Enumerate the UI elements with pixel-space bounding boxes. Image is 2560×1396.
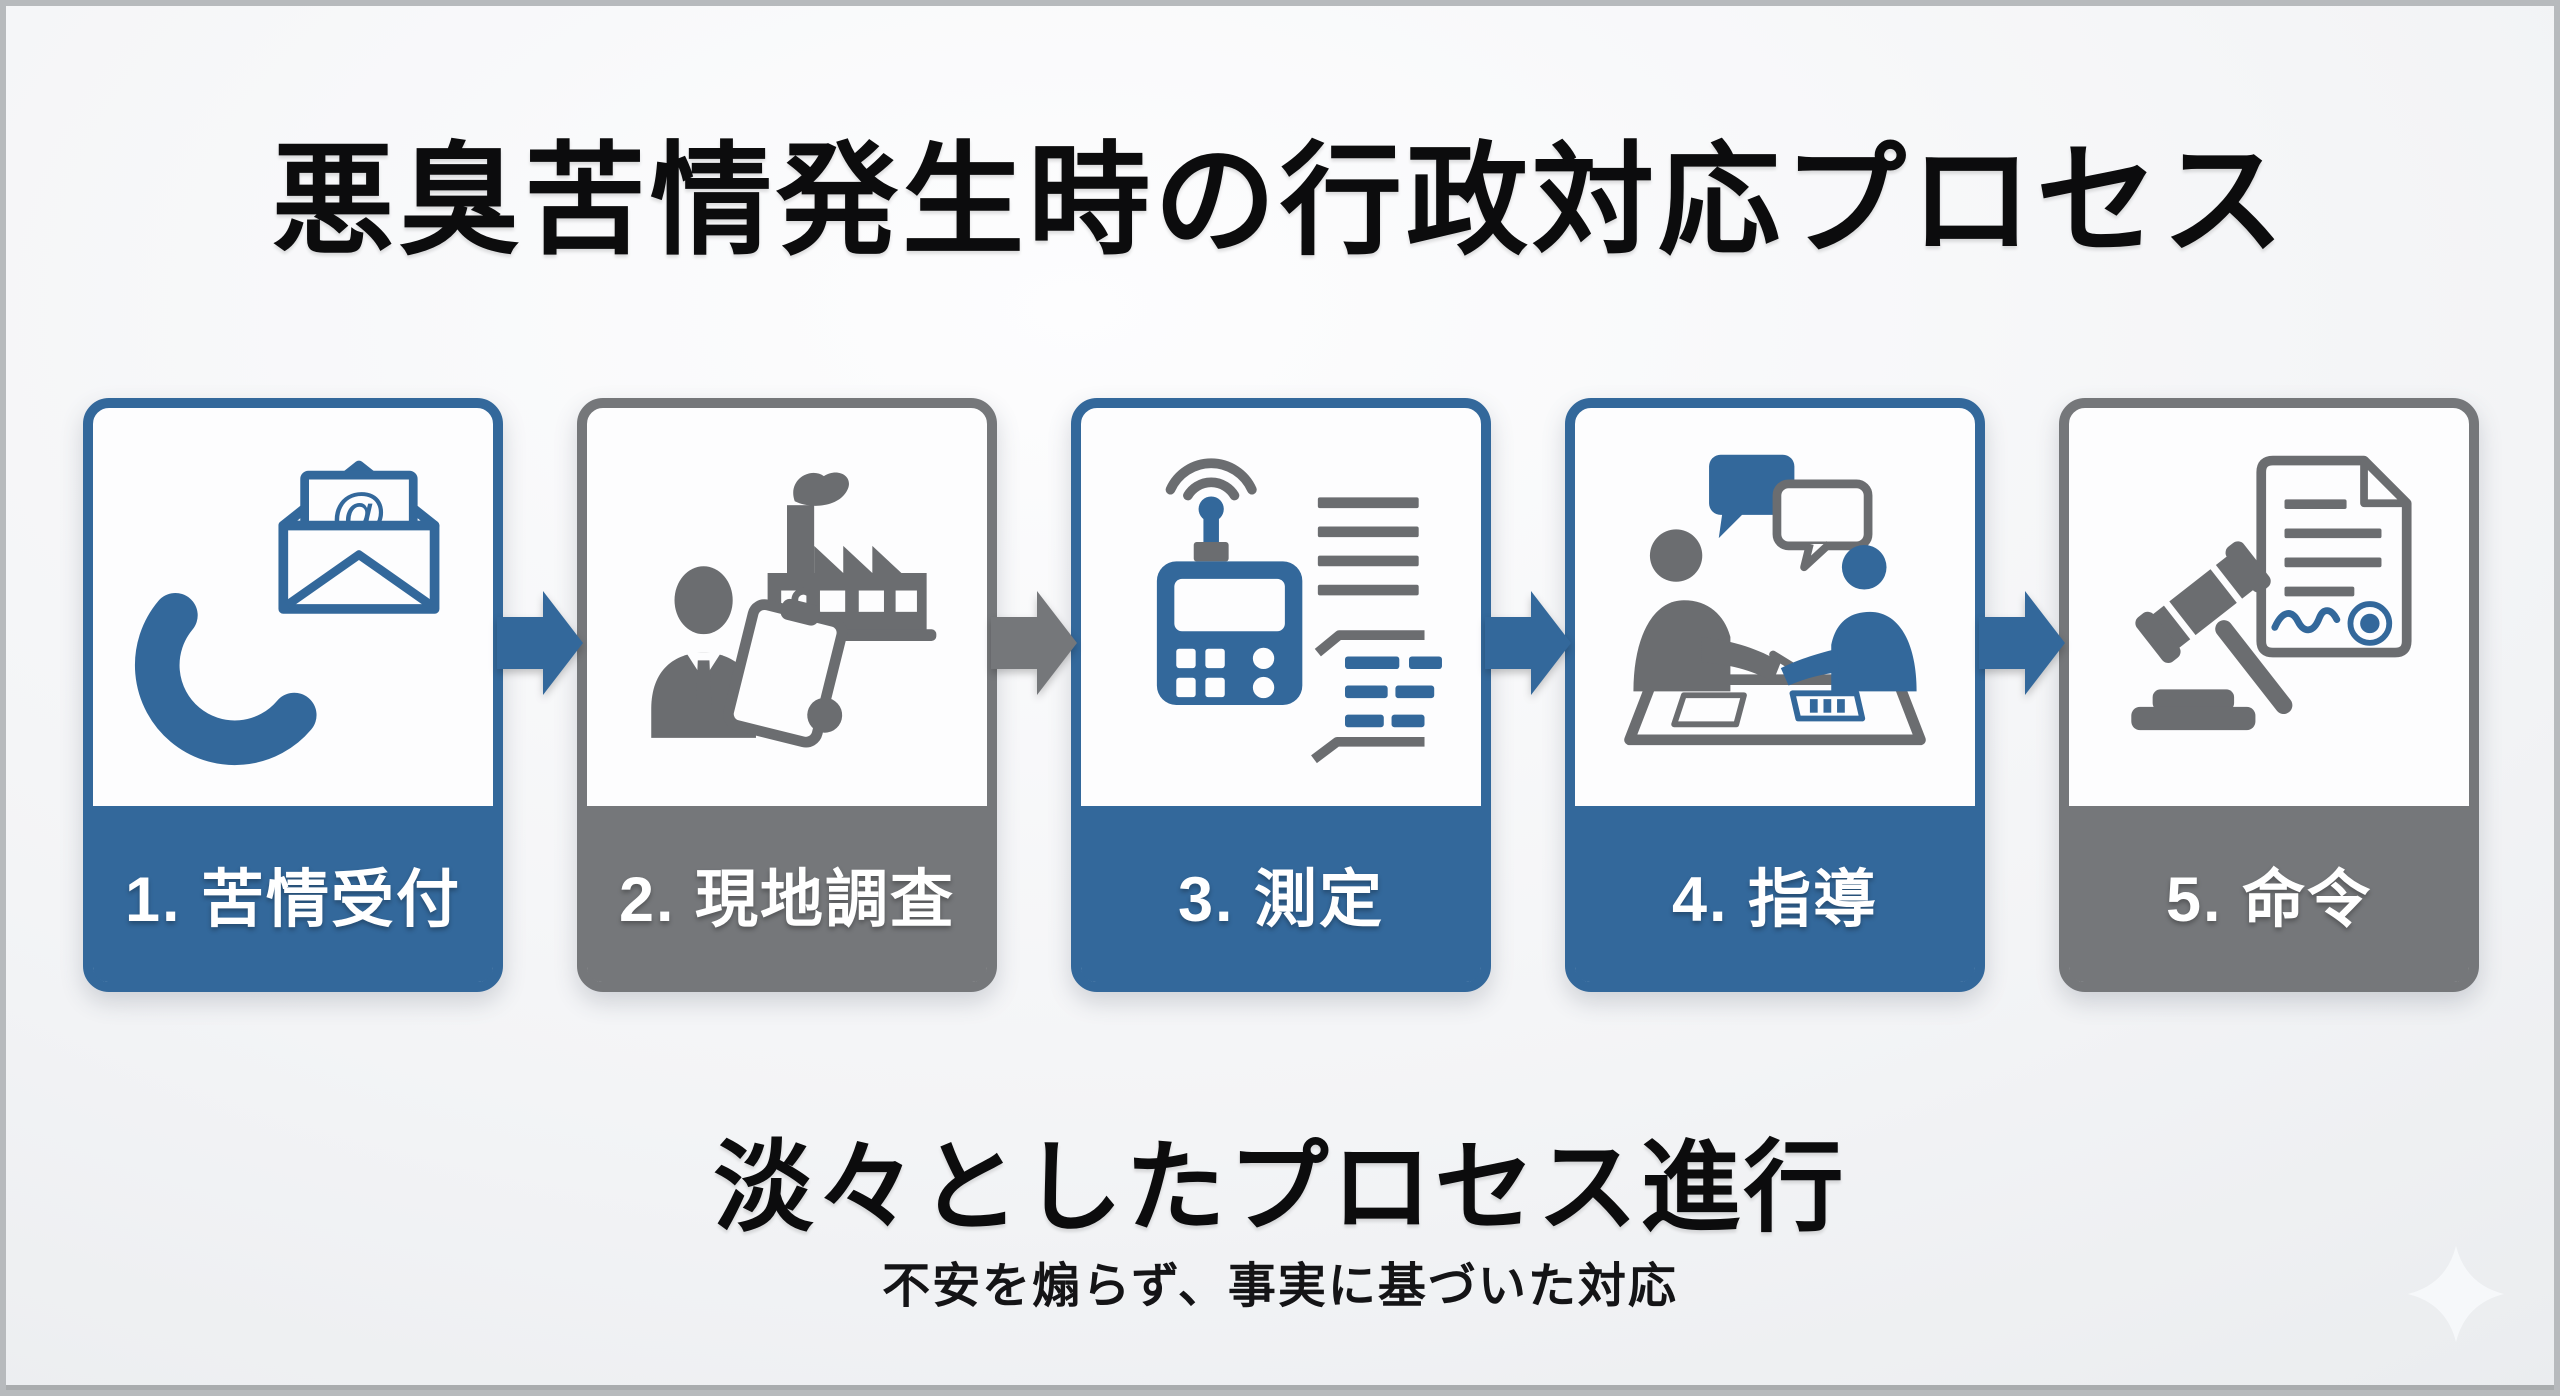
process-steps-row: @ 1. 苦情受付 <box>83 398 2479 992</box>
flow-arrow-icon <box>497 591 583 695</box>
phone-icon <box>135 593 317 765</box>
clipboard-icon <box>723 587 848 748</box>
step-label: 5. 命令 <box>2165 864 2373 935</box>
step-card-order: 5. 命令 <box>2059 398 2479 992</box>
flow-arrow-icon <box>991 591 1077 695</box>
page-title: 悪臭苦情発生時の行政対応プロセス <box>272 133 2288 269</box>
official-person-icon <box>1633 529 1803 692</box>
operator-person-icon <box>1780 544 1917 692</box>
footer-subheading: 不安を煽らず、事実に基づいた対応 <box>882 1260 1678 1313</box>
footer-heading: 淡々としたプロセス進行 <box>713 1132 1847 1244</box>
sparkle-icon <box>2408 1246 2504 1342</box>
gavel-base-icon <box>2131 689 2256 731</box>
flow-arrow-icon <box>1979 591 2065 695</box>
flow-arrow-icon <box>1485 591 1571 695</box>
gavel-order-document-icon <box>2131 455 2412 731</box>
step-card-guidance: 4. 指導 <box>1565 398 1985 992</box>
step-card-complaint-reception: @ 1. 苦情受付 <box>83 398 503 992</box>
paper-icon <box>1671 692 1747 728</box>
odor-measuring-device-icon <box>1156 458 1442 764</box>
phone-email-icon: @ <box>135 460 440 765</box>
gavel-icon <box>2135 541 2293 715</box>
guidance-meeting-icon <box>1624 454 1926 746</box>
step-label: 4. 指導 <box>1671 864 1879 935</box>
step-card-site-investigation: 2. 現地調査 <box>577 398 997 992</box>
step-label: 3. 測定 <box>1177 864 1385 935</box>
step-label: 2. 現地調査 <box>618 864 956 935</box>
email-icon: @ <box>278 460 440 614</box>
inspector-icon <box>651 566 756 738</box>
document-card-icon <box>1789 690 1866 722</box>
step-label: 1. 苦情受付 <box>124 864 462 935</box>
measuring-device-icon <box>1156 458 1303 705</box>
order-document-icon <box>2256 455 2412 658</box>
inspector-clipboard-factory-icon <box>651 472 937 748</box>
speech-bubbles-icon <box>1709 454 1873 572</box>
bottom-edge-strip <box>0 1385 2560 1396</box>
step-card-measurement: 3. 測定 <box>1071 398 1491 992</box>
reading-notes-icon <box>1311 497 1442 764</box>
